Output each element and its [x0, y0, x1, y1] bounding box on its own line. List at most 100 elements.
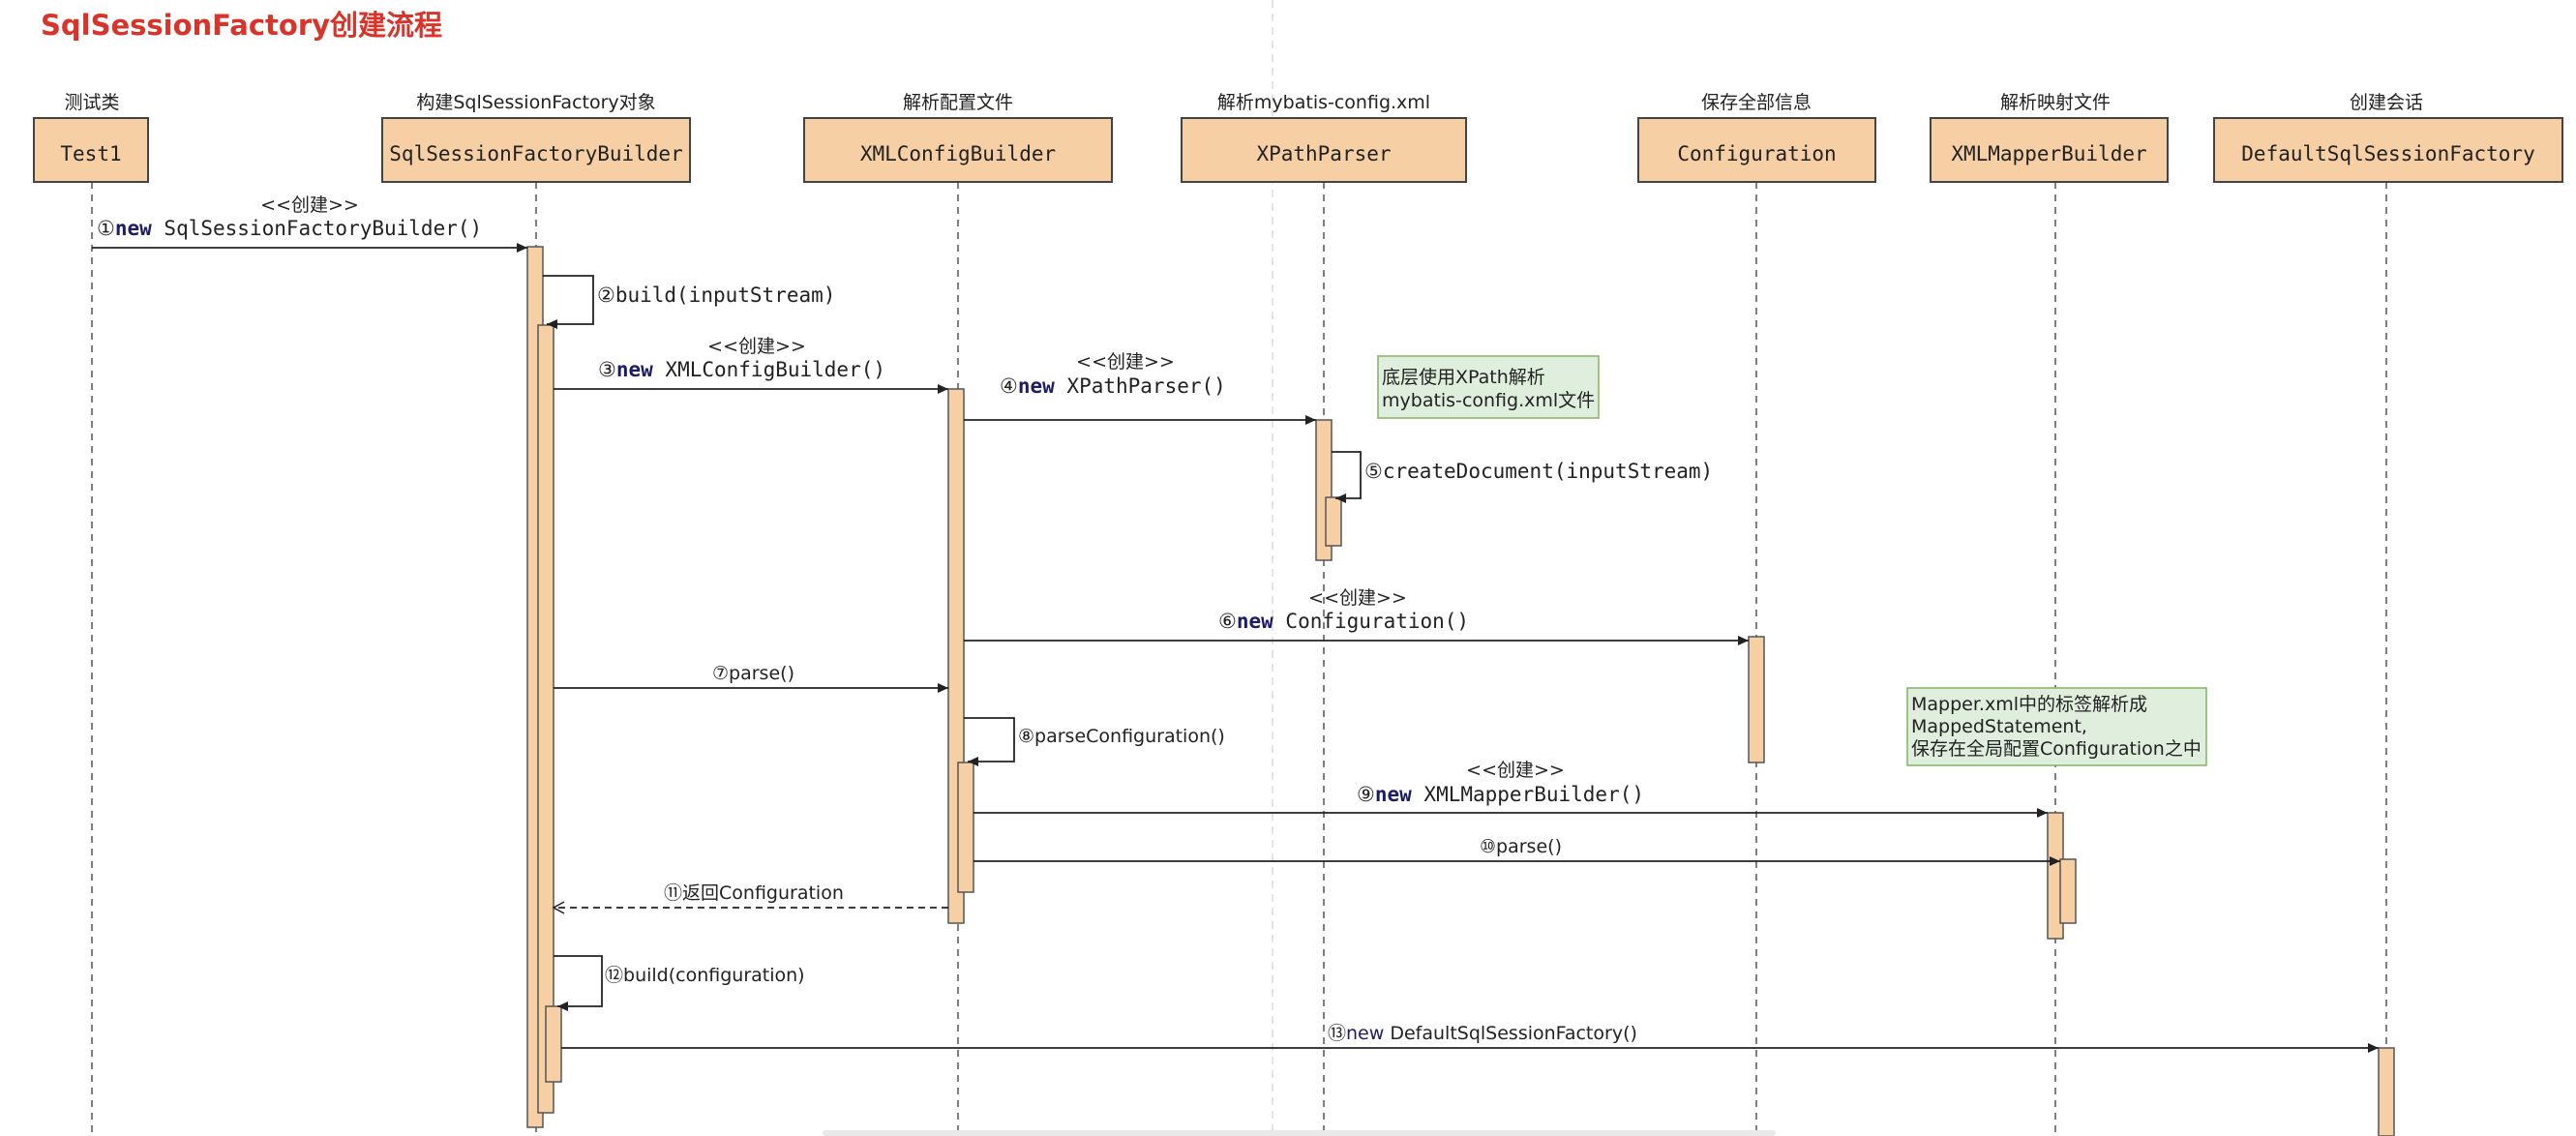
note-mapper-box — [1906, 687, 2207, 766]
activation-builder-build — [537, 324, 554, 1114]
message-text: parse() — [729, 663, 794, 684]
message-m7[interactable]: ⑦parse() — [554, 663, 948, 693]
message-number: ④ — [1000, 374, 1018, 398]
participant-box-mapper[interactable] — [1930, 117, 2169, 183]
message-m8[interactable]: ⑧parseConfiguration() — [964, 717, 1225, 766]
message-m1[interactable]: <<创建>>①new SqlSessionFactoryBuilder() — [92, 194, 527, 253]
message-text: 返回Configuration — [682, 882, 844, 904]
message-label: ⑪返回Configuration — [664, 882, 844, 904]
note-mapper-line: MappedStatement, — [1911, 716, 2087, 737]
message-number: ⑬ — [1328, 1023, 1346, 1044]
message-label: ③new XMLConfigBuilder() — [598, 358, 885, 381]
message-number: ⑨ — [1357, 783, 1375, 806]
message-text: DefaultSqlSessionFactory() — [1390, 1023, 1637, 1044]
message-stereotype: <<创建>> — [707, 336, 806, 357]
message-label: ⑬new DefaultSqlSessionFactory() — [1328, 1023, 1637, 1044]
lifelines — [91, 182, 2387, 1136]
message-m12[interactable]: ⑫build(configuration) — [554, 955, 805, 1011]
participant-caption-factory: 创建会话 — [2350, 92, 2423, 113]
message-text: build(configuration) — [623, 965, 805, 986]
participant-caption-builder: 构建SqlSessionFactory对象 — [416, 92, 655, 113]
message-number: ⑫ — [605, 965, 623, 986]
participant-box-config[interactable] — [1637, 117, 1876, 183]
message-m11[interactable]: ⑪返回Configuration — [552, 882, 948, 914]
message-text: SqlSessionFactoryBuilder() — [164, 217, 482, 240]
message-number: ② — [597, 284, 615, 307]
participant-caption-config: 保存全部信息 — [1701, 92, 1812, 113]
participant-name-xpath: XPathParser — [1256, 142, 1391, 165]
activation-xmlcfg-parsecfg — [957, 762, 974, 893]
message-label: ②build(inputStream) — [597, 284, 835, 307]
message-text: XPathParser() — [1066, 374, 1225, 398]
message-m4[interactable]: <<创建>>④new XPathParser() — [964, 351, 1316, 425]
message-text: XMLMapperBuilder() — [1423, 783, 1644, 806]
activation-builder-build2 — [545, 1005, 562, 1083]
message-number: ⑩ — [1480, 836, 1496, 857]
message-stereotype: <<创建>> — [1076, 351, 1175, 373]
participant-box-factory[interactable] — [2213, 117, 2563, 183]
message-m6[interactable]: <<创建>>⑥new Configuration() — [964, 587, 1749, 645]
message-keyword: new — [1237, 610, 1273, 633]
message-stereotype: <<创建>> — [1466, 760, 1565, 781]
messages: <<创建>>①new SqlSessionFactoryBuilder()②bu… — [92, 194, 2379, 1053]
message-text: parseConfiguration() — [1034, 726, 1225, 747]
message-label: ④new XPathParser() — [1000, 374, 1226, 398]
message-text: Configuration() — [1285, 610, 1469, 633]
participant-name-test: Test1 — [60, 142, 121, 165]
participant-box-xmlcfg[interactable] — [803, 117, 1113, 183]
participant-box-builder[interactable] — [381, 117, 691, 183]
horizontal-scrollbar[interactable] — [823, 1130, 1776, 1136]
activation-config-main — [1748, 636, 1765, 763]
note-xpath-box — [1377, 355, 1600, 419]
message-number: ⑤ — [1364, 460, 1383, 483]
participant-caption-xmlcfg: 解析配置文件 — [903, 92, 1013, 113]
self-message-arrow — [554, 955, 603, 1011]
activation-mapper-parse — [2059, 858, 2077, 924]
message-label: ⑦parse() — [712, 663, 794, 684]
message-number: ⑪ — [664, 882, 682, 904]
message-stereotype: <<创建>> — [1308, 587, 1407, 609]
message-stereotype: <<创建>> — [260, 194, 359, 216]
diagram-title: SqlSessionFactory创建流程 — [41, 9, 442, 42]
message-number: ⑥ — [1218, 610, 1237, 633]
message-m13[interactable]: ⑬new DefaultSqlSessionFactory() — [561, 1023, 2379, 1053]
message-number: ⑦ — [712, 663, 729, 684]
participant-name-builder: SqlSessionFactoryBuilder — [389, 142, 682, 165]
participant-name-mapper: XMLMapperBuilder — [1951, 142, 2146, 165]
message-label: ⑨new XMLMapperBuilder() — [1357, 783, 1644, 806]
message-m10[interactable]: ⑩parse() — [973, 836, 2060, 866]
message-label: ⑥new Configuration() — [1218, 610, 1469, 633]
message-label: ⑤createDocument(inputStream) — [1364, 460, 1713, 483]
message-m3[interactable]: <<创建>>③new XMLConfigBuilder() — [554, 336, 948, 394]
participant-name-xmlcfg: XMLConfigBuilder — [860, 142, 1056, 165]
message-m9[interactable]: <<创建>>⑨new XMLMapperBuilder() — [973, 760, 2048, 818]
message-text: parse() — [1496, 836, 1562, 857]
message-text: XMLConfigBuilder() — [665, 358, 885, 381]
message-text: build(inputStream) — [615, 284, 836, 307]
note-mapper-line: 保存在全局配置Configuration之中 — [1911, 738, 2202, 760]
note-xpath-line: mybatis-config.xml文件 — [1382, 390, 1595, 411]
activation-bars — [526, 246, 2395, 1136]
message-m2[interactable]: ②build(inputStream) — [543, 275, 835, 329]
message-m5[interactable]: ⑤createDocument(inputStream) — [1332, 451, 1713, 503]
self-message-arrow — [1332, 451, 1362, 503]
note-mapper-line: Mapper.xml中的标签解析成 — [1911, 694, 2147, 715]
participant-caption-xpath: 解析mybatis-config.xml — [1217, 92, 1430, 113]
message-keyword: new — [1346, 1023, 1384, 1044]
message-label: ①new SqlSessionFactoryBuilder() — [97, 217, 482, 240]
participant-name-config: Configuration — [1677, 142, 1836, 165]
message-number: ⑧ — [1018, 726, 1034, 747]
participant-name-factory: DefaultSqlSessionFactory — [2241, 142, 2534, 165]
participant-box-test[interactable] — [33, 117, 149, 183]
message-keyword: new — [115, 217, 152, 240]
note-xpath-line: 底层使用XPath解析 — [1382, 367, 1545, 388]
message-number: ① — [97, 217, 115, 240]
message-label: ⑫build(configuration) — [605, 965, 805, 986]
activation-xpath-createdoc — [1325, 496, 1342, 547]
message-text: createDocument(inputStream) — [1383, 460, 1713, 483]
participant-box-xpath[interactable] — [1181, 117, 1467, 183]
self-message-arrow — [964, 717, 1015, 766]
message-label: ⑧parseConfiguration() — [1018, 726, 1225, 747]
activation-factory-main — [2378, 1047, 2395, 1136]
